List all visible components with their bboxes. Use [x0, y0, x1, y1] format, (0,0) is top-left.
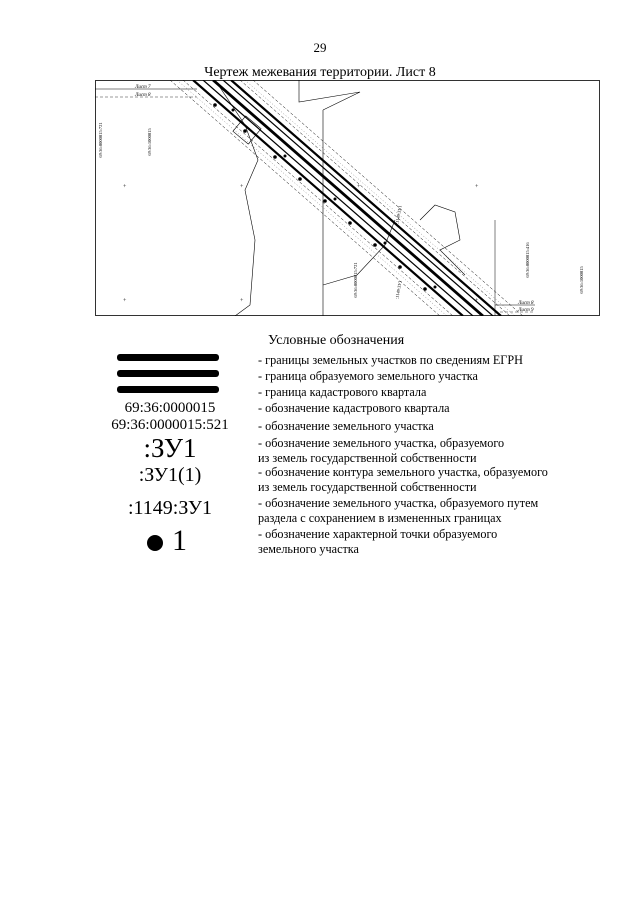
characteristic-points	[213, 103, 437, 291]
svg-text:+: +	[123, 298, 127, 304]
quarter-boundary-bottom	[322, 219, 396, 286]
quarter-label-left-edge: 69:36:0000015:721	[98, 122, 103, 157]
legend-title: Условные обозначения	[268, 333, 405, 348]
svg-text:+: +	[475, 184, 479, 190]
svg-text:+: +	[240, 184, 244, 190]
legend-desc-1149-zu1: - обозначение земельного участка, образу…	[258, 496, 539, 525]
structure-outline	[232, 115, 262, 145]
legend-desc-zu1: - обозначение земельного участка, образу…	[258, 436, 505, 465]
legend-desc-parcel-number: - обозначение земельного участка	[258, 419, 434, 433]
parcel-label-right-2: :1149:ЗУ1	[394, 280, 402, 300]
drawing-title: Чертеж межевания территории. Лист 8	[204, 65, 436, 80]
legend-symbol-zu1-contour: :ЗУ1(1)	[138, 464, 202, 486]
svg-text:+: +	[475, 298, 479, 304]
sheet-label-top-2: Лист 8	[134, 93, 151, 98]
parcel-label-right-1: :1149:ЗУ1	[394, 205, 402, 225]
legend-desc-formed-boundary: - граница образуемого земельного участка	[258, 369, 478, 383]
legend-symbol-point-number: 1	[172, 524, 187, 557]
legend-symbol-zu1: :ЗУ1	[143, 433, 197, 463]
sheet-label-top-1: Лист 7	[134, 85, 151, 90]
legend-symbol-quarter-number: 69:36:0000015	[124, 400, 216, 416]
svg-text:+: +	[123, 184, 127, 190]
quarter-label-right-mid: 69:36:0000015:416	[525, 242, 530, 278]
point-icon	[147, 535, 163, 551]
quarter-label-left-inner: 69:36:1000015	[147, 128, 152, 156]
grid-ticks: + + + + + + +	[123, 184, 479, 304]
map-canvas: Лист 7 Лист 8 Лист 8 Лист 9	[95, 80, 600, 316]
quarter-label-right-edge: 69:36:1000015	[579, 266, 584, 294]
quarter-boundary-top	[298, 80, 361, 111]
legend-desc-quarter-number: - обозначение кадастрового квартала	[258, 401, 450, 415]
legend-symbol-point: 1	[145, 524, 205, 557]
legend-desc-point: - обозначение характерной точки образуем…	[258, 527, 498, 556]
page-number: 29	[313, 40, 327, 55]
map-border	[95, 80, 600, 316]
legend-desc-quarter-boundary: - граница кадастрового квартала	[258, 385, 427, 399]
svg-text:+: +	[357, 184, 361, 190]
quarter-label-bottom-mid: 69:36:0000015:721	[353, 262, 358, 297]
legend-desc-egrn-boundary: - границы земельных участков по сведения…	[258, 353, 523, 367]
legend-symbol-egrn-boundary	[117, 354, 219, 361]
sheet-label-bottom-2: Лист 9	[517, 308, 534, 313]
cadastral-map[interactable]: Лист 7 Лист 8 Лист 8 Лист 9	[95, 80, 600, 316]
legend-desc-zu1-contour: - обозначение контура земельного участка…	[258, 465, 548, 494]
sheet-label-bottom-1: Лист 8	[517, 301, 534, 306]
legend-symbol-formed-boundary	[117, 370, 219, 377]
svg-text:+: +	[240, 298, 244, 304]
legend-symbol-1149-zu1: :1149:ЗУ1	[127, 497, 213, 519]
legend-symbol-quarter-boundary	[117, 386, 219, 393]
road-corridor	[169, 80, 524, 316]
legend-symbol-parcel-number: 69:36:0000015:521	[111, 417, 229, 433]
